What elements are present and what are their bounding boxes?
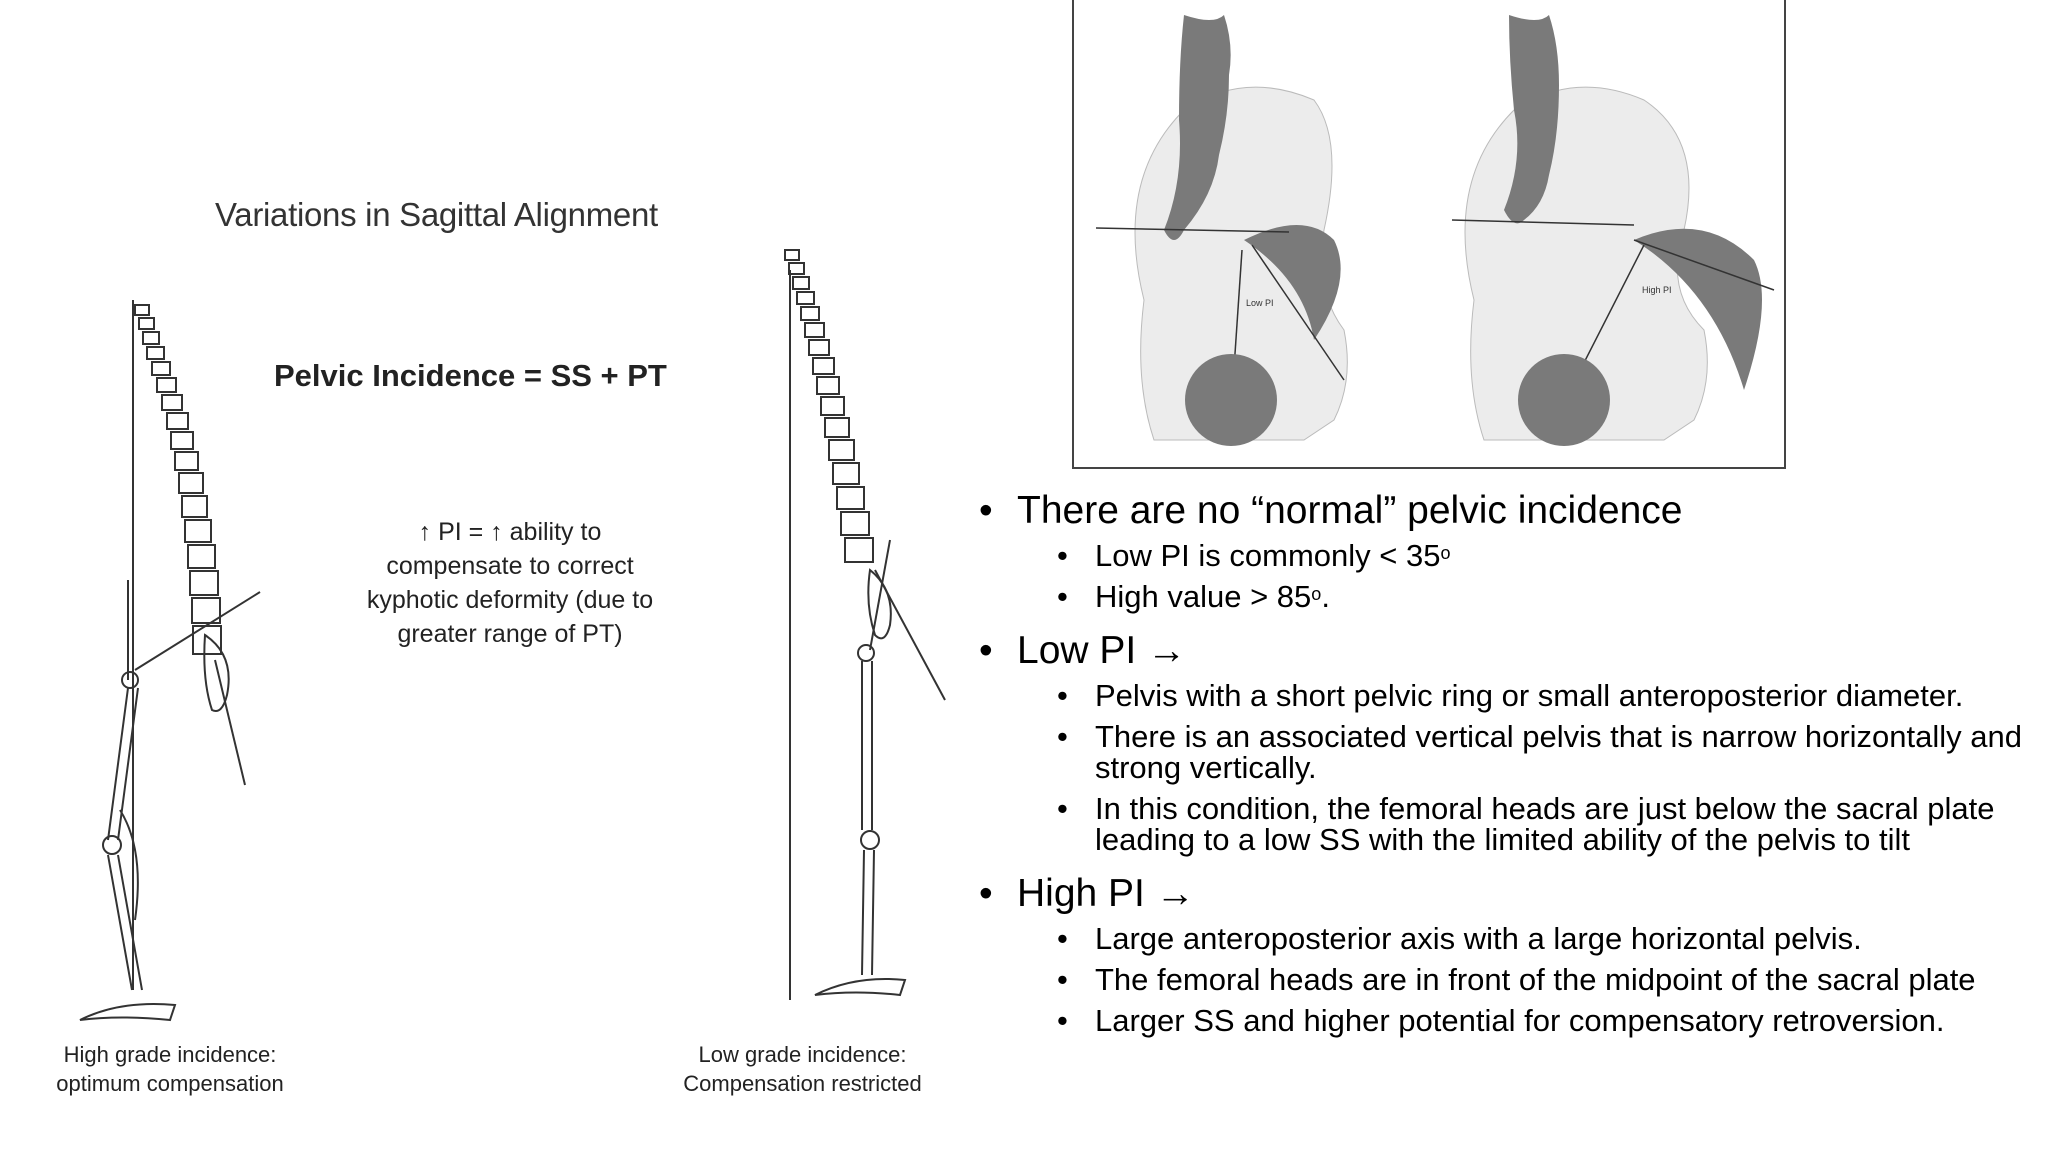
high-grade-skeleton — [79, 300, 261, 1022]
bullet-low-pi: Low PI → — [975, 628, 2045, 674]
caption-line: Compensation restricted — [683, 1071, 922, 1096]
sagittal-alignment-figure: Variations in Sagittal Alignment Pelvic … — [0, 0, 960, 1152]
low-pi-pelvis: Low PI — [1095, 15, 1348, 446]
sub-bullet-vertical-pelvis: There is an associated vertical pelvis t… — [975, 721, 2045, 783]
sub-bullet-femoral-heads-below: In this condition, the femoral heads are… — [975, 793, 2045, 855]
sub-bullet-text: High value > 85 — [1095, 579, 1312, 614]
sub-bullet-end: . — [1321, 579, 1330, 614]
pi-note-line: kyphotic deformity (due to — [366, 586, 654, 614]
pi-note-line: greater range of PT) — [397, 620, 623, 648]
low-pi-label: Low PI — [1246, 298, 1274, 308]
degree-mark: o — [1440, 543, 1451, 563]
figure-title: Variations in Sagittal Alignment — [215, 196, 658, 233]
pelvis-comparison-figure: Low PI High PI — [1072, 0, 1786, 469]
sub-bullet-larger-ss: Larger SS and higher potential for compe… — [975, 1005, 2045, 1036]
bullet-high-pi: High PI → — [975, 871, 2045, 917]
bullet-list: There are no “normal” pelvic incidence L… — [975, 488, 2045, 1046]
caption-high-grade: High grade incidence: optimum compensati… — [30, 1040, 310, 1098]
bullet-no-normal-pi: There are no “normal” pelvic incidence — [975, 488, 2045, 534]
caption-line: Low grade incidence: — [698, 1042, 907, 1067]
pi-note-line: ↑ PI = ↑ ability to — [418, 518, 602, 546]
caption-line: High grade incidence: — [63, 1042, 277, 1067]
degree-mark: o — [1311, 584, 1322, 604]
pelvis-illustrations: Low PI High PI — [1095, 15, 1775, 446]
sub-bullet-large-axis: Large anteroposterior axis with a large … — [975, 923, 2045, 954]
skeleton-illustrations — [79, 249, 946, 1022]
pi-compensation-note: ↑ PI = ↑ ability to compensate to correc… — [330, 515, 690, 651]
sub-bullet-low-pi-value: Low PI is commonly < 35o — [975, 540, 2045, 571]
sub-bullet-femoral-heads-front: The femoral heads are in front of the mi… — [975, 964, 2045, 995]
pi-note-line: compensate to correct — [386, 552, 634, 580]
sub-bullet-high-pi-value: High value > 85o. — [975, 581, 2045, 612]
low-grade-skeleton — [784, 249, 946, 1000]
pelvic-incidence-formula: Pelvic Incidence = SS + PT — [274, 358, 667, 393]
high-pi-label: High PI — [1642, 285, 1672, 295]
caption-low-grade: Low grade incidence: Compensation restri… — [660, 1040, 945, 1098]
high-pi-pelvis: High PI — [1451, 15, 1775, 446]
sub-bullet-text: Low PI is commonly < 35 — [1095, 538, 1441, 573]
sub-bullet-short-pelvic-ring: Pelvis with a short pelvic ring or small… — [975, 680, 2045, 711]
caption-line: optimum compensation — [56, 1071, 284, 1096]
